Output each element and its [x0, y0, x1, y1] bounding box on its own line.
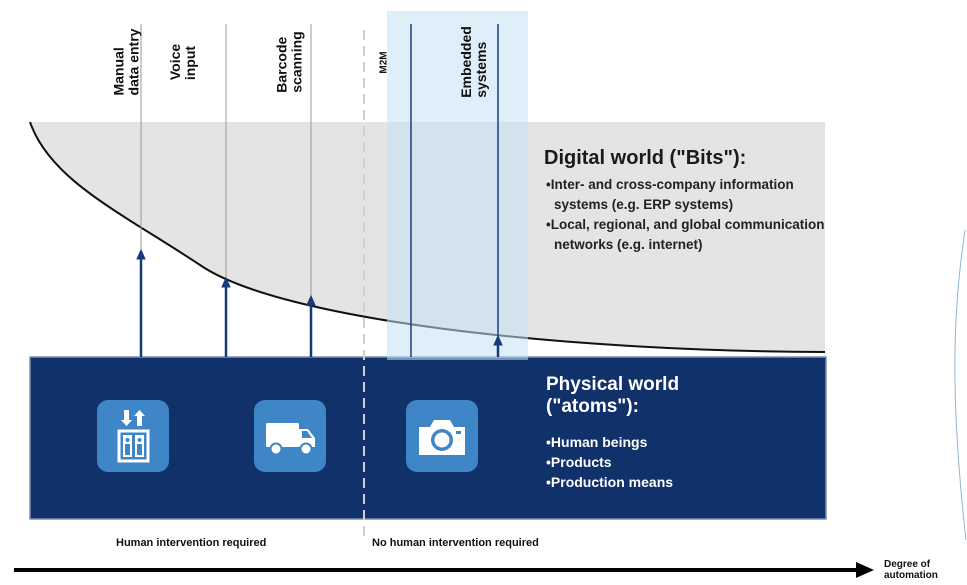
digital-world-list: Inter- and cross-company information sys… — [546, 175, 826, 255]
voice-input-arrowhead — [221, 276, 231, 288]
technology-label-barcode: Barcode scanning — [274, 31, 305, 93]
physical-world-item: Products — [546, 452, 796, 472]
digital-world-title: Digital world ("Bits"): — [544, 147, 747, 169]
digital-world-item: Local, regional, and global communicatio… — [546, 215, 826, 255]
camera-icon — [406, 400, 478, 472]
physical-world-list: Human beings Products Production means — [546, 432, 796, 492]
technology-label-embedded: Embedded systems — [458, 26, 490, 98]
technology-label-m2m: M2M — [378, 50, 390, 74]
physical-world-item: Production means — [546, 472, 796, 492]
automation-axis-arrowhead — [856, 562, 874, 578]
right-edge-line — [954, 229, 967, 541]
caption-no-human-intervention: No human intervention required — [372, 537, 539, 549]
caption-human-intervention: Human intervention required — [116, 537, 267, 549]
elevator-icon — [97, 400, 169, 472]
physical-world-item: Human beings — [546, 432, 796, 452]
digital-world-item: Inter- and cross-company information sys… — [546, 175, 826, 215]
embedded-arrowhead — [493, 334, 503, 346]
manual-entry-arrowhead — [136, 248, 146, 260]
physical-world-title: Physical world ("atoms"): — [546, 374, 680, 417]
connector-arrows — [136, 248, 503, 357]
technology-label-voice-input: Voice input — [167, 43, 198, 81]
truck-icon — [254, 400, 326, 472]
digital-world-curve — [29, 121, 826, 353]
technology-label-manual-entry: Manual data entry — [110, 28, 142, 96]
barcode-arrowhead — [306, 294, 316, 306]
automation-axis-label: Degree of automation — [884, 559, 938, 581]
